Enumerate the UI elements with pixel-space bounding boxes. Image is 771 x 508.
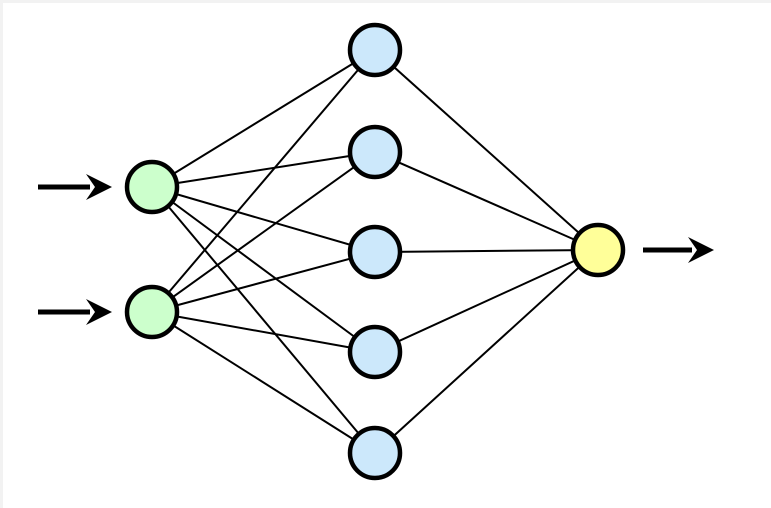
- edge-i2-h1: [151, 49, 376, 313]
- output-arrow-head: [688, 237, 714, 263]
- node-i1-input[interactable]: [124, 159, 180, 215]
- edge-h1-o1: [374, 49, 599, 251]
- edge-i1-h1: [151, 49, 376, 188]
- input-arrow-bottom: [38, 299, 112, 325]
- input-arrow-bottom-head: [86, 299, 112, 325]
- input-arrow-top: [38, 174, 112, 200]
- edge-i2-h4: [151, 311, 376, 353]
- node-h2-hidden[interactable]: [347, 124, 403, 180]
- edge-i1-h3: [151, 186, 376, 253]
- edge-h3-o1: [374, 249, 599, 253]
- node-h3-hidden[interactable]: [347, 224, 403, 280]
- nodes-group: [124, 22, 626, 481]
- edge-i2-h2: [151, 151, 376, 313]
- edge-i2-h5: [151, 311, 376, 454]
- edge-h2-o1: [374, 151, 599, 251]
- edge-i2-h3: [151, 251, 376, 313]
- edge-h5-o1: [374, 249, 599, 454]
- node-h4-hidden[interactable]: [347, 324, 403, 380]
- node-h5-hidden[interactable]: [347, 425, 403, 481]
- edge-i1-h4: [151, 186, 376, 353]
- edges-group: [151, 49, 599, 454]
- node-i2-input[interactable]: [124, 284, 180, 340]
- node-o1-output[interactable]: [570, 222, 626, 278]
- output-arrow: [643, 237, 714, 263]
- edge-i1-h2: [151, 151, 376, 188]
- input-arrow-top-head: [86, 174, 112, 200]
- edge-h4-o1: [374, 249, 599, 353]
- node-h1-hidden[interactable]: [347, 22, 403, 78]
- edge-i1-h5: [151, 186, 376, 454]
- arrows-group: [38, 174, 714, 325]
